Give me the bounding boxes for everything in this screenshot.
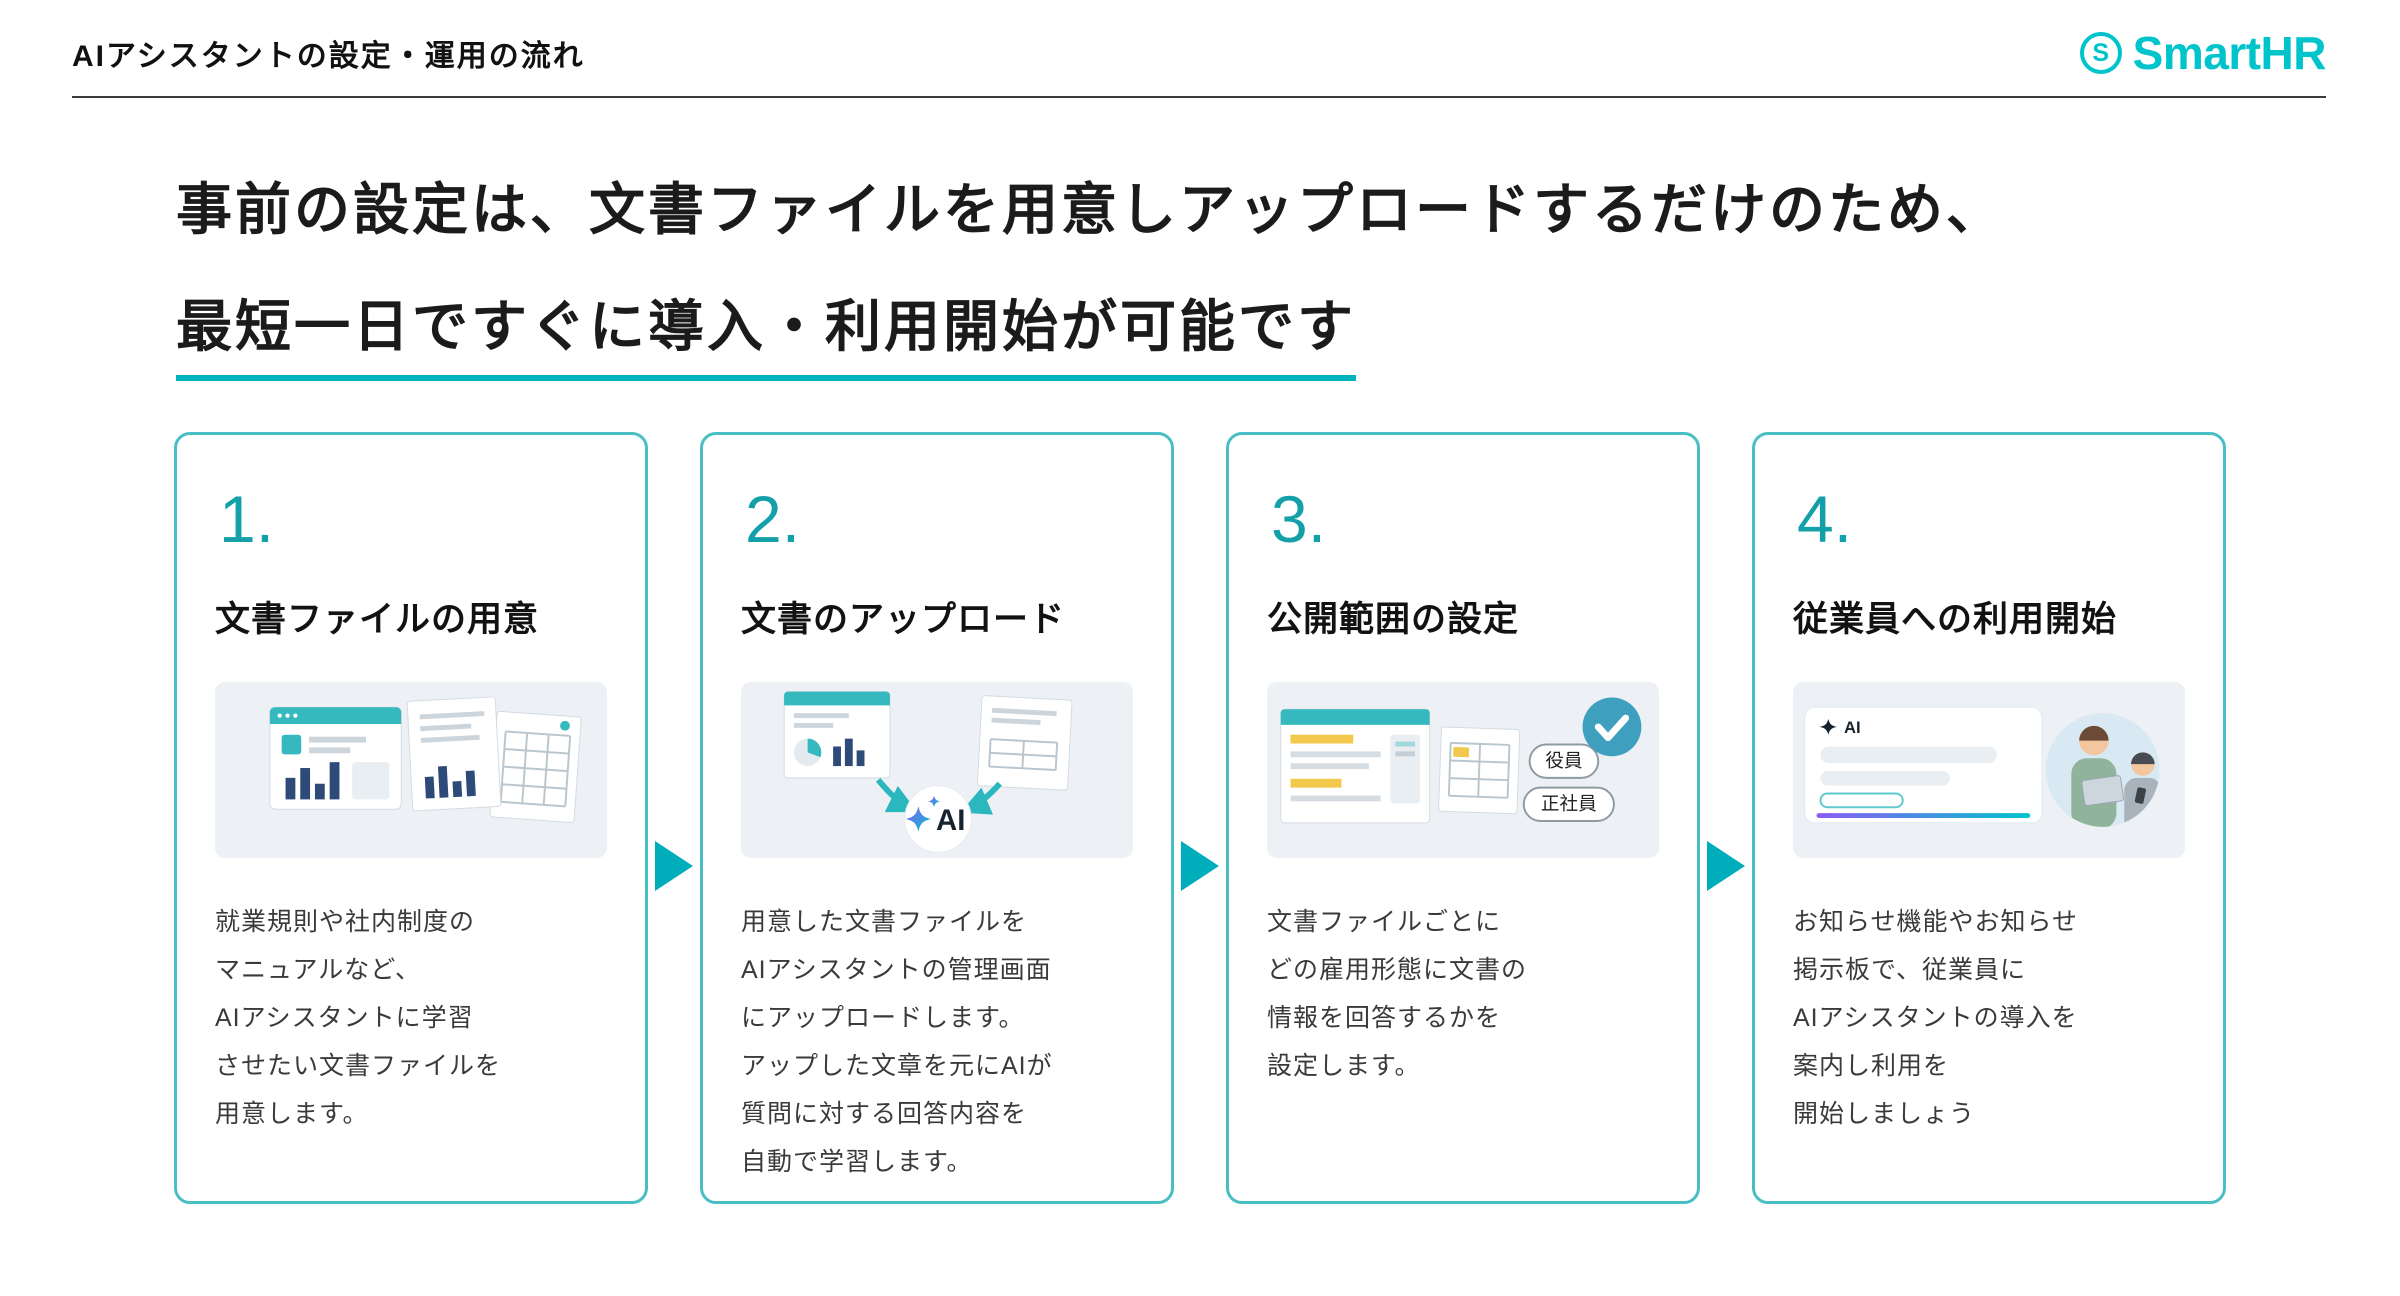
step-2-title: 文書のアップロード (741, 600, 1066, 639)
browser-window-icon (783, 691, 891, 779)
ai-sparkle-icon: AI (904, 785, 972, 853)
step-4-title: 従業員への利用開始 (1793, 600, 2118, 639)
arrow-right-icon (1707, 841, 1745, 891)
browser-window-icon (1280, 708, 1431, 824)
step-1-number: 1. (219, 482, 275, 556)
arrow-cell (1174, 432, 1226, 1204)
people-icon (2045, 713, 2160, 827)
step-card-4: 4. 従業員への利用開始 AI (1752, 432, 2226, 1204)
upload-to-ai-illustration-icon: AI (783, 691, 1073, 853)
step-4-number: 4. (1797, 482, 1853, 556)
step-2-number: 2. (745, 482, 801, 556)
chat-panel-icon: AI (1804, 706, 2043, 824)
step-3-illustration: 役員 正社員 (1267, 682, 1659, 858)
step-3-number: 3. (1271, 482, 1327, 556)
step-card-2: 2. 文書のアップロード (700, 432, 1174, 1204)
spreadsheet-document-icon (489, 710, 582, 823)
arrow-right-icon (655, 841, 693, 891)
heading-line-1: 事前の設定は、文書ファイルを用意しアップロードするだけのため、 (176, 178, 2005, 241)
header: AIアシスタントの設定・運用の流れ S SmartHR (72, 22, 2327, 84)
heading-underlined-text: 最短一日ですぐに導入・利用開始が可能です (176, 282, 1356, 381)
step-1-title: 文書ファイルの用意 (215, 600, 540, 639)
step-1-description: 就業規則や社内制度の マニュアルなど、 AIアシスタントに学習 させたい文書ファ… (215, 908, 502, 1128)
employees-using-ai-illustration-icon: AI (1804, 706, 2160, 827)
check-icon (1582, 697, 1642, 757)
browser-window-icon (269, 706, 402, 810)
ai-label: AI (936, 804, 965, 837)
scope-setting-illustration-icon: 役員 正社員 (1280, 697, 1642, 824)
step-4-description: お知らせ機能やお知らせ 掲示板で、従業員に AIアシスタントの導入を 案内し利用… (1793, 908, 2079, 1128)
smarthr-logo: S SmartHR (2079, 26, 2327, 80)
step-3-description: 文書ファイルごとに どの雇用形態に文書の 情報を回答するかを 設定します。 (1267, 908, 1528, 1080)
smarthr-logo-icon: S (2079, 32, 2122, 74)
step-4-illustration: AI (1793, 682, 2185, 858)
step-1-illustration (215, 682, 607, 858)
smarthr-logo-text: SmartHR (2132, 27, 2327, 79)
arrow-down-icon (960, 781, 1002, 815)
badge-fulltime-label: 正社員 (1541, 793, 1597, 814)
arrow-down-icon (875, 777, 918, 813)
spreadsheet-document-icon (1438, 726, 1521, 815)
sparkle-icon (1819, 719, 1838, 735)
documents-illustration-icon (269, 696, 582, 823)
step-2-illustration: AI (741, 682, 1133, 858)
step-2-description: 用意した文書ファイルを AIアシスタントの管理画面 にアップロードします。 アッ… (741, 908, 1053, 1176)
arrow-cell (648, 432, 700, 1204)
badge-officer-label: 役員 (1545, 750, 1582, 771)
main-heading: 事前の設定は、文書ファイルを用意しアップロードするだけのため、 最短一日ですぐに… (176, 165, 2005, 381)
steps-row: 1. 文書ファイルの用意 (174, 432, 2226, 1204)
heading-line-2: 最短一日ですぐに導入・利用開始が可能です (176, 282, 2005, 381)
arrow-right-icon (1181, 841, 1219, 891)
badge-officer: 役員 (1528, 743, 1600, 779)
document-icon (406, 696, 502, 812)
arrow-cell (1700, 432, 1752, 1204)
step-3-title: 公開範囲の設定 (1267, 600, 1520, 639)
step-card-3: 3. 公開範囲の設定 (1226, 432, 1700, 1204)
page-title: AIアシスタントの設定・運用の流れ (72, 40, 585, 73)
header-divider (72, 96, 2326, 98)
step-card-1: 1. 文書ファイルの用意 (174, 432, 648, 1204)
ai-label: AI (1844, 718, 1861, 737)
document-icon (977, 695, 1073, 791)
badge-fulltime: 正社員 (1522, 786, 1615, 822)
